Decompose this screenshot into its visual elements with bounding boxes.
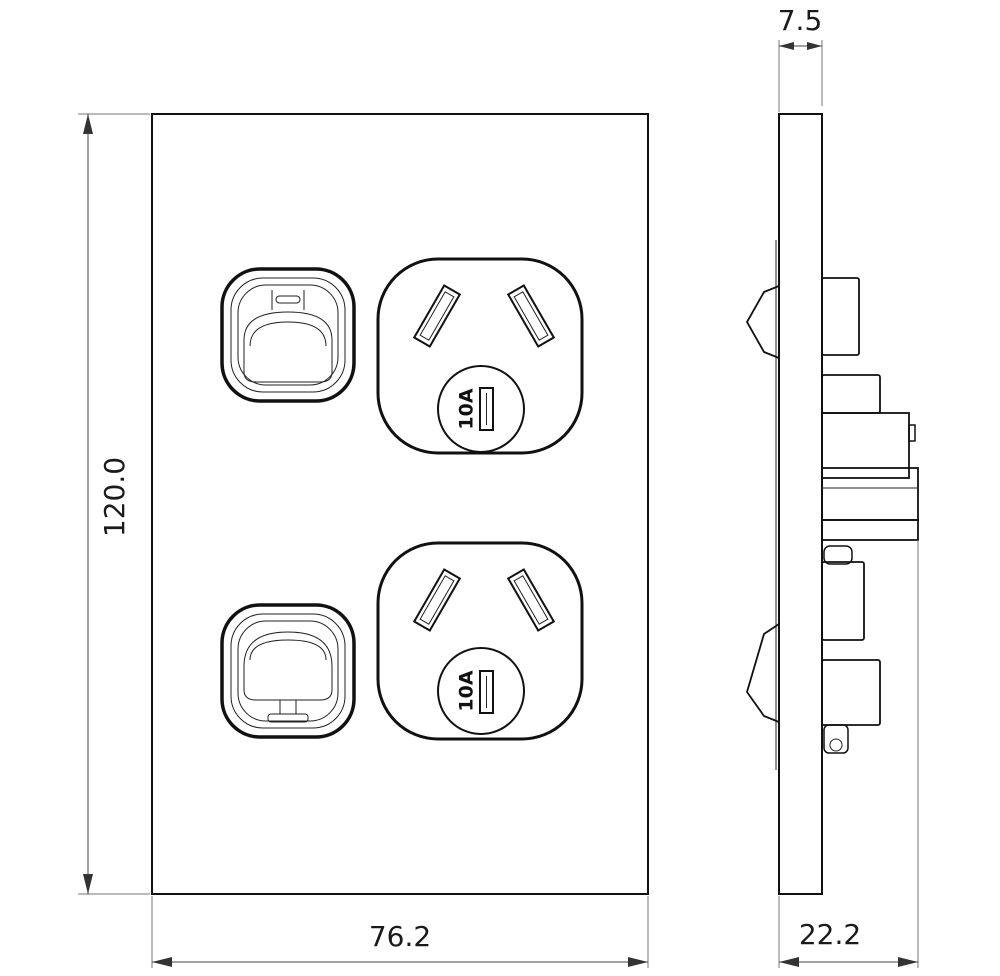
height-dimension-label: 120.0 bbox=[98, 457, 131, 537]
plate-depth-label: 7.5 bbox=[778, 4, 823, 37]
earth-pin-boss bbox=[437, 647, 525, 735]
wall-plate-outline bbox=[151, 113, 649, 895]
socket-rating: 10A bbox=[456, 388, 478, 429]
earth-pin-slot bbox=[479, 387, 494, 431]
switch-top bbox=[220, 267, 356, 403]
width-dimension-label: 76.2 bbox=[369, 920, 431, 953]
side-view bbox=[745, 113, 919, 895]
switch-rocker-bottom bbox=[746, 623, 780, 723]
front-view: 10A 10A bbox=[151, 113, 649, 895]
switch-bottom bbox=[220, 603, 356, 739]
side-plate bbox=[778, 113, 823, 895]
active-pin-slot bbox=[412, 568, 462, 632]
total-depth-dimension: 22.2 bbox=[778, 540, 919, 968]
earth-pin-boss bbox=[437, 365, 525, 453]
neutral-pin-slot bbox=[506, 568, 556, 632]
height-dimension: 120.0 bbox=[78, 113, 150, 895]
switch-indicator bbox=[267, 713, 309, 723]
width-dimension: 76.2 bbox=[151, 896, 649, 968]
switch-rocker-top bbox=[745, 285, 780, 359]
total-depth-label: 22.2 bbox=[799, 918, 861, 951]
socket-top: 10A bbox=[376, 257, 584, 455]
plate-depth-dimension: 7.5 bbox=[778, 4, 823, 112]
socket-bottom: 10A bbox=[376, 541, 584, 741]
active-pin-slot bbox=[412, 284, 462, 348]
socket-rating: 10A bbox=[456, 670, 478, 711]
switch-indicator bbox=[275, 295, 301, 304]
neutral-pin-slot bbox=[506, 284, 556, 348]
earth-pin-slot bbox=[479, 670, 494, 714]
